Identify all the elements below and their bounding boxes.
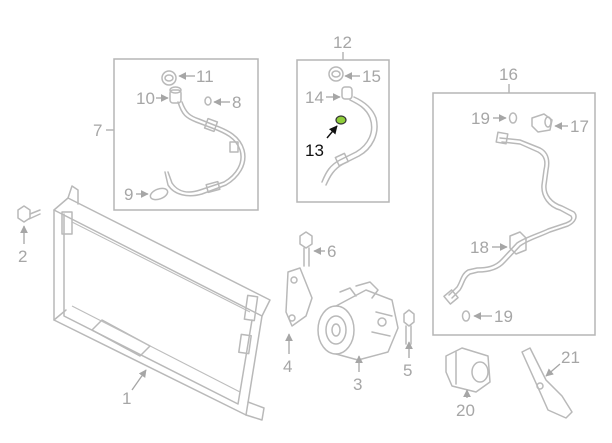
callout-3[interactable]: 3 (353, 375, 362, 394)
bolt-5 (403, 309, 415, 345)
group-12-box (296, 52, 390, 203)
callout-6[interactable]: 6 (327, 242, 336, 261)
callout-13[interactable]: 13 (305, 141, 324, 160)
sensor-20 (445, 347, 491, 393)
oring-8 (204, 96, 212, 106)
callout-4[interactable]: 4 (283, 357, 292, 376)
bolt-2 (17, 205, 41, 223)
callout-5[interactable]: 5 (403, 361, 412, 380)
callout-9[interactable]: 9 (124, 185, 133, 204)
compressor-3 (317, 281, 399, 361)
callout-21[interactable]: 21 (561, 348, 580, 367)
callout-20[interactable]: 20 (456, 401, 475, 420)
cap-10 (169, 86, 182, 104)
callout-17[interactable]: 17 (570, 117, 589, 136)
cap-11 (161, 70, 177, 86)
callout-1[interactable]: 1 (122, 389, 131, 408)
hose-12-pipe (321, 96, 378, 186)
oring-19-top (508, 112, 518, 124)
oring-9 (149, 187, 169, 201)
callout-14[interactable]: 14 (305, 88, 324, 107)
hose-7-pipe (164, 101, 246, 197)
oring-19-bottom (461, 310, 471, 322)
group-16-box (432, 84, 596, 336)
pipe-16 (443, 131, 577, 305)
condenser-1 (53, 185, 271, 421)
callout-7[interactable]: 7 (93, 121, 102, 140)
callout-16[interactable]: 16 (499, 65, 518, 84)
bracket-4 (285, 267, 313, 327)
callout-10[interactable]: 10 (136, 89, 155, 108)
group-7-box (106, 58, 259, 211)
callout-8[interactable]: 8 (232, 93, 241, 112)
bolt-6 (299, 231, 313, 267)
callout-2[interactable]: 2 (18, 247, 27, 266)
bracket-18 (509, 231, 527, 255)
oring-13-highlighted (335, 115, 347, 125)
callout-19-bottom[interactable]: 19 (494, 307, 513, 326)
callout-18[interactable]: 18 (470, 238, 489, 257)
callout-11[interactable]: 11 (196, 67, 214, 86)
callout-12[interactable]: 12 (333, 33, 352, 52)
callout-15[interactable]: 15 (362, 67, 381, 86)
bracket-21 (521, 347, 573, 419)
callout-19-top[interactable]: 19 (471, 109, 490, 128)
cap-15 (328, 66, 344, 82)
cap-14 (341, 86, 353, 100)
cap-17 (531, 113, 553, 133)
